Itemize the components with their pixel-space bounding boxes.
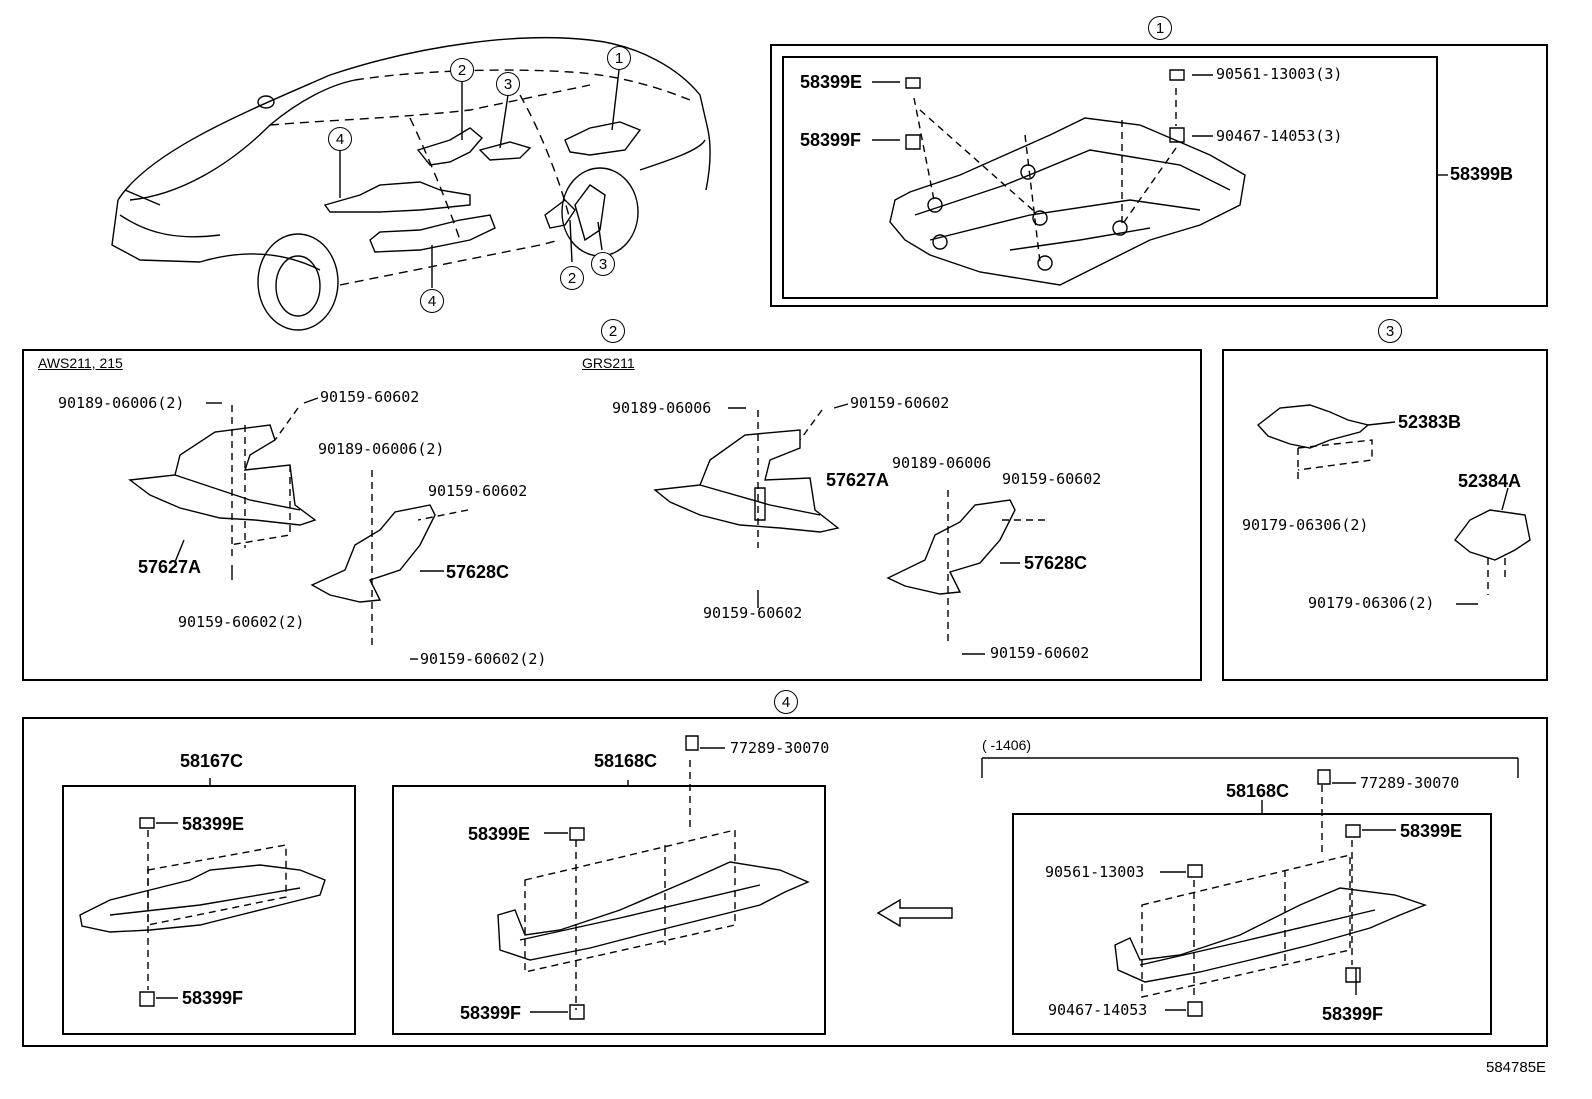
car-callout-1: 1 [607, 46, 631, 70]
car-callout-4: 4 [328, 127, 352, 151]
s4a-58399E: 58399E [182, 814, 245, 834]
car-callout-2: 2 [450, 58, 474, 82]
section4-panel-b [392, 785, 826, 1035]
s2-right-label-8: 90159-60602 [990, 644, 1090, 662]
s2-right-label-5: 90159-60602 [1002, 470, 1102, 488]
part-52384A: 52384A [1458, 471, 1522, 491]
car-callout-3: 3 [496, 72, 520, 96]
section4-frame [22, 717, 1548, 1047]
s2-left-label-3: 90189-06006(2) [318, 440, 445, 458]
car-callout-4b: 4 [420, 289, 444, 313]
s4a-title: 58167C [180, 751, 244, 771]
s4b-clip: 77289-30070 [730, 739, 830, 757]
s4c-58399E: 58399E [1400, 821, 1463, 841]
s4c-90561-13003: 90561-13003 [1045, 863, 1145, 881]
s3-bolt-label-2: 90179-06306(2) [1308, 594, 1435, 612]
caption-aws211: AWS211, 215 [38, 355, 123, 371]
part-58399B: 58399B [1450, 164, 1514, 184]
car-callout-2b: 2 [560, 266, 584, 290]
section3-frame [1222, 349, 1548, 681]
part-90561-13003: 90561-13003(3) [1216, 65, 1343, 83]
part-90467-14053: 90467-14053(3) [1216, 127, 1343, 145]
s2-right-label-1: 90189-06006 [612, 399, 712, 417]
section2-frame [22, 349, 1202, 681]
section4-drawing [79, 735, 1519, 1020]
section1-frame [770, 44, 1548, 307]
s4c-90467-14053: 90467-14053 [1048, 1001, 1148, 1019]
section1-drawing [872, 69, 1448, 286]
footer-code: 584785E [1486, 1059, 1547, 1076]
s4c-title: 58168C [1226, 781, 1290, 801]
s4c-clip: 77289-30070 [1360, 774, 1460, 792]
s4c-range: ( -1406) [982, 737, 1032, 753]
s2-right-label-7: 90159-60602 [703, 604, 803, 622]
s2-right-label-4: 90189-06006 [892, 454, 992, 472]
s4b-title: 58168C [594, 751, 658, 771]
car-overview-drawing [111, 37, 711, 331]
s2-left-label-4: 90159-60602 [428, 482, 528, 500]
section4-panel-c [1012, 813, 1492, 1035]
section2-marker: 2 [601, 319, 625, 343]
part-58399E: 58399E [800, 72, 863, 92]
section4-marker: 4 [774, 690, 798, 714]
s2-left-57627A: 57627A [138, 557, 202, 577]
caption-grs211: GRS211 [582, 355, 635, 371]
section1-marker: 1 [1148, 16, 1172, 40]
s2-left-label-8: 90159-60602(2) [420, 650, 547, 668]
s3-bolt-label-1: 90179-06306(2) [1242, 516, 1369, 534]
s2-left-label-1: 90189-06006(2) [58, 394, 185, 412]
s4b-58399E: 58399E [468, 824, 531, 844]
s2-left-57628C: 57628C [446, 562, 510, 582]
part-58399F: 58399F [800, 130, 862, 150]
section2-drawing [128, 397, 1045, 660]
part-52383B: 52383B [1398, 412, 1462, 432]
s4c-58399F: 58399F [1322, 1004, 1384, 1024]
section4-panel-a [62, 785, 356, 1035]
s2-left-label-7: 90159-60602(2) [178, 613, 305, 631]
section1-inner-frame [782, 56, 1438, 299]
s2-right-label-2: 90159-60602 [850, 394, 950, 412]
s2-left-label-2: 90159-60602 [320, 388, 420, 406]
s4a-58399F: 58399F [182, 988, 244, 1008]
section3-drawing [1256, 404, 1531, 605]
s4b-58399F: 58399F [460, 1003, 522, 1023]
s2-right-57628C: 57628C [1024, 553, 1088, 573]
section3-marker: 3 [1378, 319, 1402, 343]
car-callout-3b: 3 [591, 252, 615, 276]
s2-right-57627A: 57627A [826, 470, 890, 490]
